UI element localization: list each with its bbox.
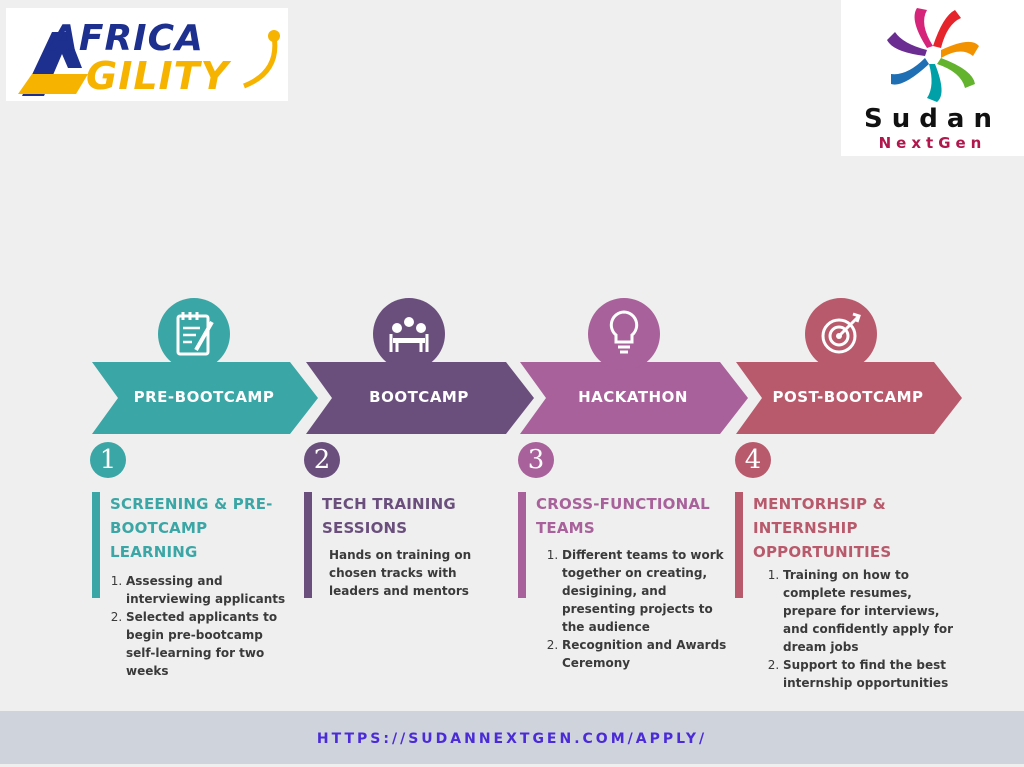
footer: HTTPS://SUDANNEXTGEN.COM/APPLY/	[0, 711, 1024, 764]
stage-1-heading: SCREENING & PRE-BOOTCAMP LEARNING	[110, 495, 273, 561]
apply-link[interactable]: HTTPS://SUDANNEXTGEN.COM/APPLY/	[316, 731, 708, 747]
stage-2-chevron	[306, 362, 534, 434]
sudan-nextgen-logo: Sudan NextGen	[841, 0, 1024, 156]
stage-3-chevron	[520, 362, 748, 434]
list-item: Assessing and interviewing applicants	[126, 572, 292, 608]
stage-2-icon-circle	[373, 298, 445, 370]
stage-4-heading: MENTORHSIP & INTERNSHIP OPPORTUNITIES	[753, 495, 892, 561]
stage-3-heading: CROSS-FUNCTIONAL TEAMS	[536, 495, 710, 537]
lightbulb-icon	[609, 310, 639, 354]
stage-2-title: BOOTCAMP	[369, 388, 469, 406]
stage-3-list: Different teams to work together on crea…	[546, 546, 727, 672]
list-item: Different teams to work together on crea…	[562, 546, 727, 636]
stage-3-number: 3	[518, 442, 554, 478]
logo-agility-text: GILITY	[86, 54, 230, 98]
hands-circle-icon	[887, 8, 979, 102]
list-item: Support to find the best internship oppo…	[783, 656, 955, 692]
stage-4-chevron	[736, 362, 962, 434]
stage-2-number: 2	[304, 442, 340, 478]
stage-4-icon-circle	[805, 298, 877, 370]
logo-sudan-text: Sudan	[864, 104, 1001, 134]
meeting-icon	[389, 317, 429, 352]
stage-3-bar	[518, 492, 526, 598]
stage-1-chevron	[92, 362, 318, 434]
stage-2-text: Hands on training on chosen tracks with …	[329, 548, 472, 598]
africa-agility-logo: AFRICA GILITY	[6, 8, 288, 101]
list-item: Selected applicants to begin pre-bootcam…	[126, 608, 292, 680]
africa-agility-a-mark	[18, 32, 88, 96]
stage-4-bar	[735, 492, 743, 598]
stage-1-icon-circle	[158, 298, 230, 370]
stage-1-bar	[92, 492, 100, 598]
stage-1-title: PRE-BOOTCAMP	[133, 388, 275, 406]
stage-3-title: HACKATHON	[578, 388, 688, 406]
stage-4-list: Training on how to complete resumes, pre…	[767, 566, 955, 692]
stage-1-number: 1	[90, 442, 126, 478]
list-item: Recognition and Awards Ceremony	[562, 636, 727, 672]
stage-2-heading: TECH TRAINING SESSIONS	[322, 495, 456, 537]
stage-3-icon-circle	[588, 298, 660, 370]
stage-1-list: Assessing and interviewing applicants Se…	[110, 572, 292, 680]
stage-2-bar	[304, 492, 312, 598]
list-item: Training on how to complete resumes, pre…	[783, 566, 955, 656]
stage-4-number: 4	[735, 442, 771, 478]
notepad-icon	[176, 312, 214, 356]
logo-africa-text: AFRICA	[50, 18, 204, 59]
target-icon	[821, 312, 861, 354]
swoosh-icon	[243, 30, 280, 89]
logo-nextgen-text: NextGen	[878, 134, 987, 152]
stage-4-title: POST-BOOTCAMP	[772, 388, 924, 406]
